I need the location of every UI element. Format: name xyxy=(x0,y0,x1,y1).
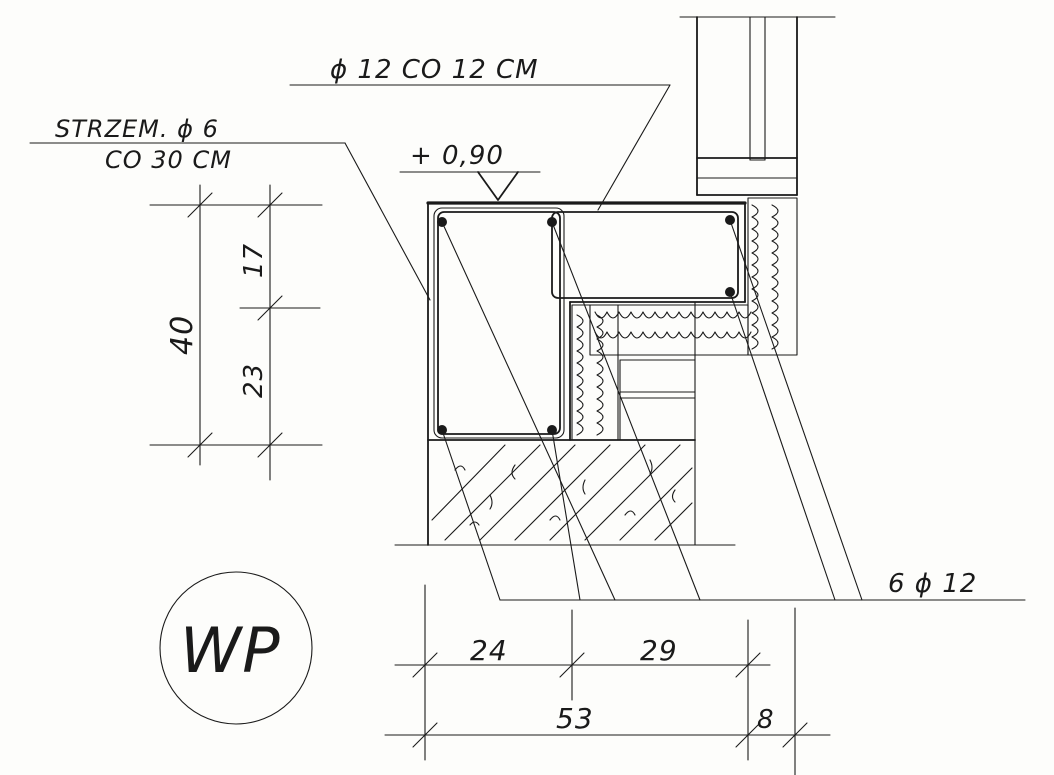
dim-horizontal-right: 29 xyxy=(640,634,678,667)
dim-horizontal-total: 53 xyxy=(556,702,594,735)
elevation-marker xyxy=(399,171,541,201)
leader-lines xyxy=(29,84,1026,601)
dim-vertical-lower: 23 xyxy=(239,363,269,398)
vertical-dimensions xyxy=(149,184,323,481)
horizontal-dimensions xyxy=(384,584,831,775)
dim-vertical-total: 40 xyxy=(165,315,200,355)
top-bar-label: ϕ 12 CO 12 CM xyxy=(330,55,539,85)
badge-label: WP xyxy=(180,614,281,687)
dim-vertical-upper: 17 xyxy=(239,243,269,278)
dim-horizontal-edge: 8 xyxy=(757,705,775,735)
elevation-label: + 0,90 xyxy=(410,141,504,171)
beam-outline xyxy=(394,201,747,546)
stirrup-right xyxy=(551,211,739,299)
insulation-horizontal xyxy=(589,304,752,356)
stirrup-label-line2: CO 30 CM xyxy=(105,146,232,174)
stirrup-label-line1: STRZEM. ϕ 6 xyxy=(55,115,219,143)
window-frame xyxy=(679,16,836,196)
insulation-vertical xyxy=(571,304,619,441)
stirrup-left xyxy=(433,207,565,439)
wp-badge: WP xyxy=(159,571,313,725)
insulation-right xyxy=(747,197,798,356)
dim-horizontal-left: 24 xyxy=(470,634,508,667)
bottom-bars-label: 6 ϕ 12 xyxy=(888,569,977,599)
rebar-dots xyxy=(437,215,735,435)
